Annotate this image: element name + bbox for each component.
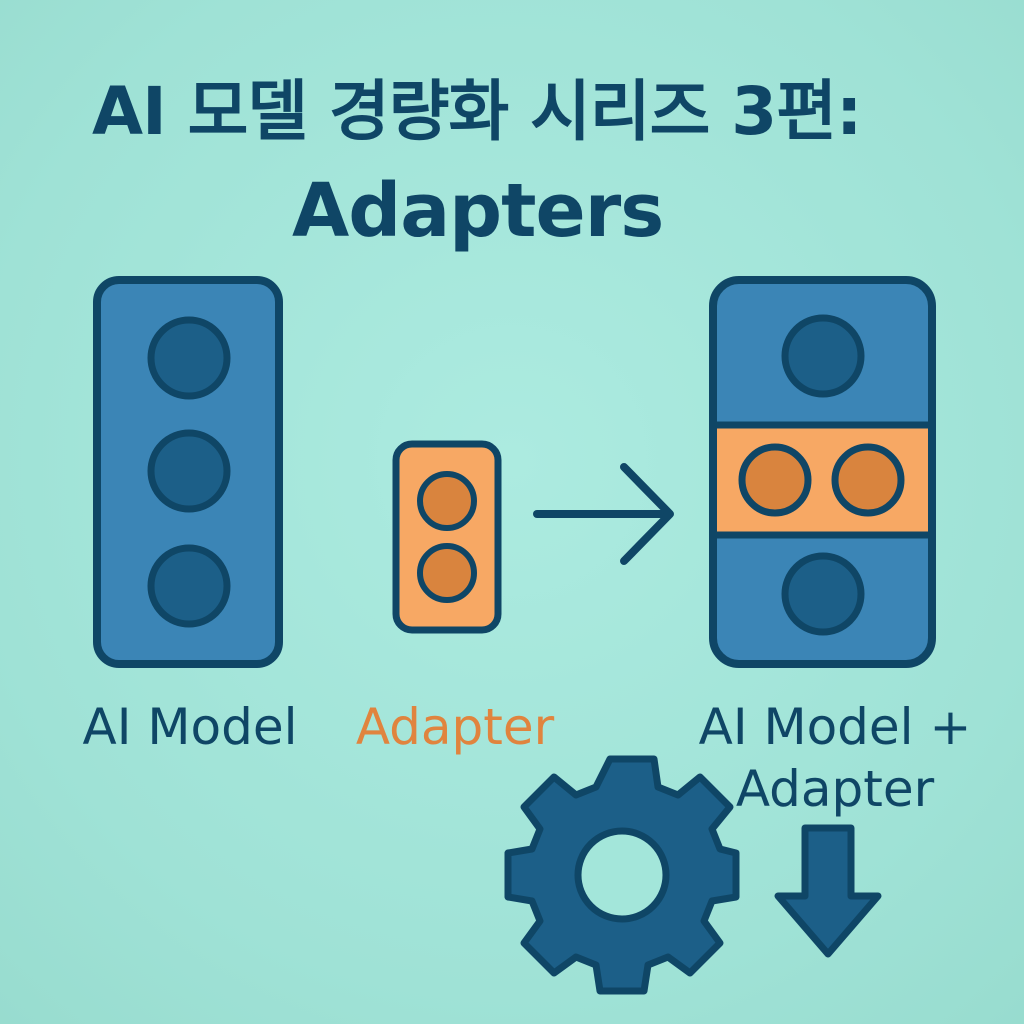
adapter-layer-1 — [417, 471, 477, 531]
ai-model-layer-3 — [147, 544, 231, 628]
arrow-right-icon — [533, 463, 674, 565]
combined-model-layer-1 — [781, 314, 865, 398]
ai-model-layer-2 — [147, 429, 231, 513]
arrow-down-icon — [774, 824, 882, 958]
ai-model-block — [93, 276, 283, 668]
combined-model-layer-2 — [781, 552, 865, 636]
title-line-1: AI 모델 경량화 시리즈 3편: — [92, 73, 862, 150]
combined-model-block — [709, 276, 936, 668]
adapter-block — [392, 440, 502, 634]
ai-model-layer-1 — [147, 316, 231, 400]
gear-icon — [504, 755, 740, 995]
combined-label-line-2: Adapter — [735, 760, 935, 818]
combined-adapter-layer-2 — [831, 443, 905, 517]
adapter-label: Adapter — [355, 698, 555, 756]
combined-adapter-layer-1 — [738, 443, 812, 517]
title-line-2: Adapters — [292, 168, 664, 254]
ai-model-label: AI Model — [82, 698, 298, 756]
adapter-layer-2 — [417, 543, 477, 603]
combined-label: AI Model + Adapter — [680, 696, 990, 820]
combined-label-line-1: AI Model + — [698, 698, 972, 756]
